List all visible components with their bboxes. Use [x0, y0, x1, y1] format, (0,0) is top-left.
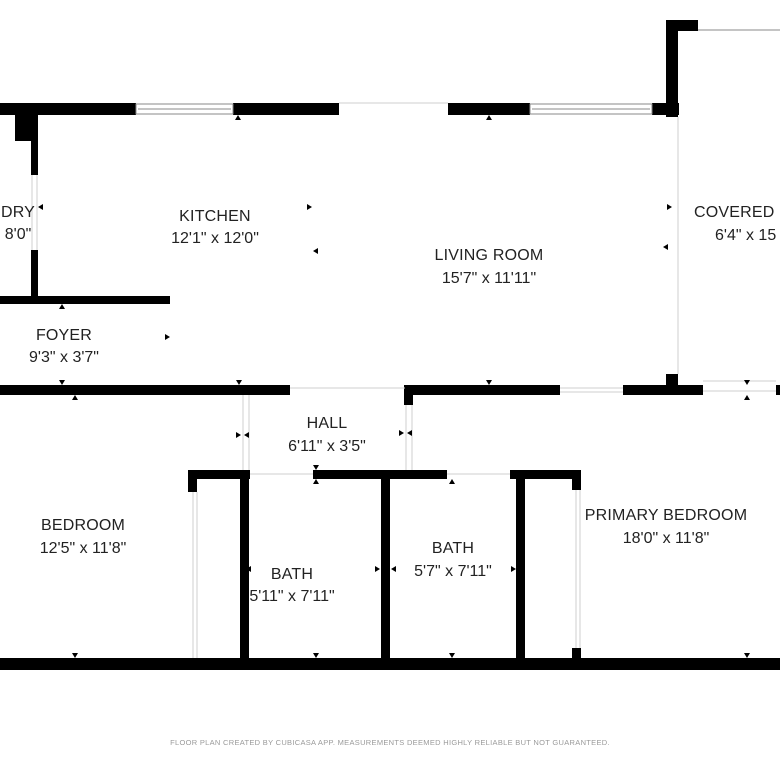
- dimension-marker: [375, 566, 380, 572]
- wall-bath-top-a: [188, 470, 250, 479]
- dimension-marker: [391, 566, 396, 572]
- wall-bedroom-closet-stub: [188, 470, 197, 492]
- primary-bedroom-dim: 18'0" x 11'8": [623, 530, 710, 547]
- covered-patio-name: COVERED P: [694, 204, 780, 221]
- dimension-marker: [72, 653, 78, 658]
- wall-mid-left: [0, 385, 290, 395]
- dimension-marker: [744, 395, 750, 400]
- bedroom-name: BEDROOM: [41, 517, 125, 534]
- kitchen-name: KITCHEN: [179, 208, 251, 225]
- thin-lines: [31, 29, 780, 658]
- wall-bath2-right: [516, 470, 525, 662]
- wall-laundry-right-upper: [31, 115, 38, 175]
- dimension-marker: [246, 566, 251, 572]
- wall-bath-top-b: [313, 470, 447, 479]
- primary-bedroom-name: PRIMARY BEDROOM: [585, 507, 747, 524]
- dimension-marker: [511, 566, 516, 572]
- wall-primary-stub: [572, 470, 581, 490]
- wall-foyer-top: [0, 296, 170, 304]
- wall-bath-top-c: [510, 470, 580, 479]
- laundry-dim: 8'0": [5, 226, 32, 243]
- dimension-marker: [663, 244, 668, 250]
- bath-1-name: BATH: [271, 566, 313, 583]
- wall-top-left: [0, 103, 136, 115]
- dimension-marker: [59, 304, 65, 309]
- dimension-marker: [72, 395, 78, 400]
- laundry-name: DRY: [1, 204, 35, 221]
- wall-top-mid: [233, 103, 339, 115]
- hall-name: HALL: [307, 415, 348, 432]
- dimension-marker: [313, 653, 319, 658]
- walls: [0, 20, 780, 670]
- window-kitchen: [135, 103, 234, 115]
- wall-bath1-left: [240, 470, 249, 662]
- markers: [38, 115, 750, 658]
- hall-dim: 6'11" x 3'5": [288, 438, 366, 455]
- dimension-marker: [236, 432, 241, 438]
- dimension-marker: [38, 204, 43, 210]
- dimension-marker: [667, 204, 672, 210]
- dimension-marker: [307, 204, 312, 210]
- foyer-dim: 9'3" x 3'7": [29, 349, 99, 366]
- bath-1-dim: 5'11" x 7'11": [249, 588, 334, 605]
- dimension-marker: [486, 115, 492, 120]
- dimension-marker: [244, 432, 249, 438]
- kitchen-dim: 12'1" x 12'0": [171, 230, 259, 247]
- bath-2-dim: 5'7" x 7'11": [414, 563, 492, 580]
- wall-patio-left: [666, 20, 678, 117]
- room-labels: DRY 8'0" KITCHEN 12'1" x 12'0" LIVING RO…: [1, 204, 780, 605]
- foyer-name: FOYER: [36, 327, 92, 344]
- wall-mid-right: [623, 385, 703, 395]
- dimension-marker: [744, 380, 750, 385]
- bath-2-name: BATH: [432, 540, 474, 557]
- dimension-marker: [165, 334, 170, 340]
- wall-laundry-right-lower: [31, 250, 38, 302]
- wall-mid-far-right: [776, 385, 780, 395]
- dimension-marker: [313, 248, 318, 254]
- dimension-marker: [486, 380, 492, 385]
- wall-mid-center: [405, 385, 560, 395]
- dimension-marker: [407, 430, 412, 436]
- dimension-marker: [449, 479, 455, 484]
- dimension-marker: [449, 653, 455, 658]
- window-living: [529, 103, 653, 115]
- bedroom-dim: 12'5" x 11'8": [40, 540, 127, 557]
- covered-patio-dim: 6'4" x 15: [715, 227, 776, 244]
- wall-hall-right-stub: [404, 385, 413, 405]
- dimension-marker: [236, 380, 242, 385]
- dimension-marker: [399, 430, 404, 436]
- wall-patio-top-stub: [666, 20, 698, 31]
- living-room-name: LIVING ROOM: [435, 247, 544, 264]
- wall-bath-divider: [381, 470, 390, 662]
- dimension-marker: [744, 653, 750, 658]
- wall-top-right: [448, 103, 530, 115]
- footer-disclaimer: FLOOR PLAN CREATED BY CUBICASA APP. MEAS…: [170, 738, 610, 747]
- dimension-marker: [313, 479, 319, 484]
- dimension-marker: [59, 380, 65, 385]
- living-room-dim: 15'7" x 11'11": [442, 270, 536, 287]
- wall-bottom: [0, 658, 780, 670]
- dimension-marker: [313, 465, 319, 470]
- wall-primary-stub-bottom: [572, 648, 581, 660]
- dimension-marker: [235, 115, 241, 120]
